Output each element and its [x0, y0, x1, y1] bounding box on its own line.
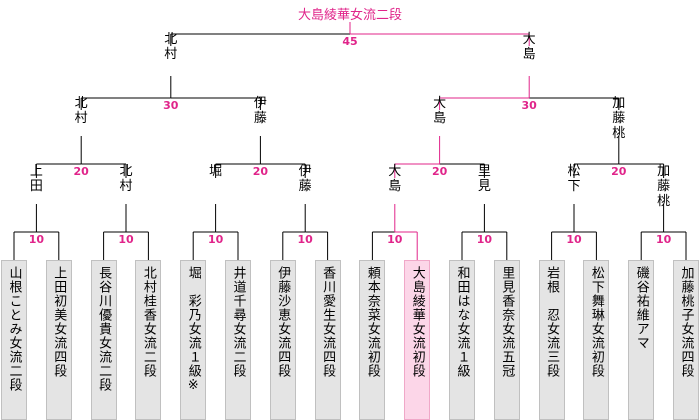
match-score: 10	[297, 233, 313, 246]
bracket-name: 北 村	[74, 96, 88, 126]
bracket-name: 松 下	[567, 164, 581, 194]
player-box: 大島綾華女流初段	[404, 260, 431, 420]
match-score: 10	[28, 233, 45, 246]
player-name: 山根ことみ女流二段	[6, 266, 22, 392]
player-name: 堀 彩乃女流１級※	[185, 266, 201, 394]
player-name: 頼本奈菜女流初段	[364, 266, 380, 378]
bracket-name: 大 島	[433, 96, 447, 126]
match-score: 10	[207, 233, 224, 246]
bracket-name: 北 村	[164, 32, 178, 62]
player-name: 里見香奈女流五冠	[499, 266, 515, 378]
player-name: 北村桂香女流二段	[140, 266, 156, 378]
player-box: 岩根 忍女流三段	[538, 260, 565, 420]
bracket-name: 伊 藤	[253, 96, 267, 126]
player-name: 長谷川優貴女流二段	[96, 266, 112, 392]
player-box: 香川愛生女流四段	[314, 260, 341, 420]
match-score: 20	[252, 165, 269, 178]
player-box: 加藤桃子女流四段	[673, 260, 699, 420]
match-score: 30	[521, 99, 537, 112]
match-score: 10	[387, 233, 403, 246]
match-score: 10	[655, 233, 672, 246]
player-box: 長谷川優貴女流二段	[90, 260, 117, 420]
bracket-name: 大 島	[522, 32, 536, 62]
player-name: 松下舞琳女流初段	[588, 266, 604, 378]
player-box: 井道千尋女流二段	[225, 260, 251, 420]
match-score: 10	[476, 233, 493, 246]
bracket-name: 北 村	[119, 164, 133, 194]
player-box: 北村桂香女流二段	[135, 260, 162, 420]
player-box: 上田初美女流四段	[45, 260, 72, 420]
match-score: 20	[431, 165, 448, 178]
player-name: 和田はな女流１級	[454, 266, 470, 378]
player-name: 伊藤沙恵女流四段	[275, 266, 291, 378]
player-name: 上田初美女流四段	[51, 266, 67, 378]
player-box: 松下舞琳女流初段	[583, 260, 610, 420]
player-name: 岩根 忍女流三段	[544, 266, 560, 378]
match-score: 10	[118, 233, 134, 246]
player-box: 磯谷祐維アマ	[628, 260, 655, 420]
player-box: 山根ことみ女流二段	[1, 260, 27, 420]
player-box: 頼本奈菜女流初段	[359, 260, 386, 420]
bracket-name: 堀	[209, 164, 223, 179]
player-name: 加藤桃子女流四段	[678, 266, 694, 378]
bracket-name: 加 藤 桃	[612, 96, 626, 141]
player-name: 香川愛生女流四段	[320, 266, 336, 378]
player-box: 伊藤沙恵女流四段	[269, 260, 296, 420]
bracket-name: 上 田	[29, 164, 43, 194]
match-score: 20	[73, 165, 89, 178]
match-score: 45	[342, 35, 358, 48]
player-name: 大島綾華女流初段	[409, 266, 425, 378]
match-score: 20	[611, 165, 627, 178]
player-name: 井道千尋女流二段	[230, 266, 246, 378]
champion-label: 大島綾華女流二段	[297, 8, 402, 23]
match-score: 30	[163, 99, 179, 112]
bracket-name: 加 藤 桃	[657, 164, 671, 209]
bracket-name: 伊 藤	[298, 164, 312, 194]
player-box: 堀 彩乃女流１級※	[180, 260, 207, 420]
player-name: 磯谷祐維アマ	[633, 266, 649, 350]
bracket-name: 里 見	[477, 164, 491, 194]
player-box: 和田はな女流１級	[449, 260, 475, 420]
player-box: 里見香奈女流五冠	[493, 260, 520, 420]
match-score: 10	[566, 233, 582, 246]
bracket-name: 大 島	[388, 164, 402, 194]
